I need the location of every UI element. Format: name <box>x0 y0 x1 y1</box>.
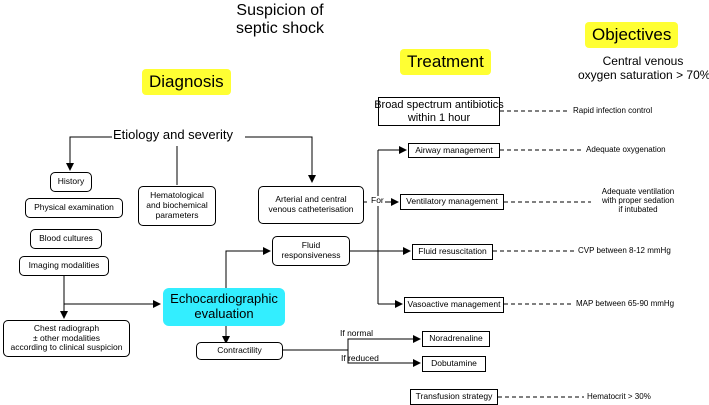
objective-oxygenation: Adequate oxygenation <box>586 145 666 154</box>
if-reduced-label: If reduced <box>341 353 379 363</box>
imaging-box: Imaging modalities <box>19 256 109 276</box>
transfusion-strategy-box: Transfusion strategy <box>410 389 498 405</box>
ventilatory-management-box: Ventilatory management <box>400 194 504 210</box>
arrow-to-history <box>66 136 112 171</box>
physical-exam-box: Physical examination <box>25 198 123 218</box>
if-normal-label: If normal <box>340 328 374 338</box>
page-title: Suspicion of septic shock <box>220 2 340 39</box>
title-line-2: septic shock <box>235 20 325 38</box>
objective-infection: Rapid infection control <box>573 106 653 115</box>
airway-management-box: Airway management <box>408 143 500 158</box>
blood-cultures-box: Blood cultures <box>30 229 102 249</box>
dobutamine-box: Dobutamine <box>422 356 486 372</box>
etiology-label: Etiology and severity <box>113 127 233 142</box>
for-label: For <box>370 195 385 206</box>
diagnosis-heading: Diagnosis <box>142 69 231 95</box>
objective-hematocrit: Hematocrit > 30% <box>587 392 651 401</box>
fluid-responsiveness-box: Fluid responsiveness <box>272 236 350 266</box>
arrow-to-echo <box>63 275 161 308</box>
echo-evaluation-box: Echocardiographic evaluation <box>163 288 285 326</box>
contractility-box: Contractility <box>196 342 283 360</box>
objective-cvp: CVP between 8-12 mmHg <box>578 246 671 255</box>
treatment-heading: Treatment <box>400 49 491 75</box>
arrow-to-noradrenaline <box>347 335 421 343</box>
arrow-to-arterial <box>245 136 316 183</box>
arrow-to-dobutamine <box>347 357 421 367</box>
arterial-catheter-box: Arterial and central venous catheterisat… <box>258 186 364 224</box>
antibiotics-box: Broad spectrum antibiotics within 1 hour <box>374 97 504 126</box>
hemato-box: Hematological and biochemical parameters <box>138 186 216 226</box>
objective-main-line-2: oxygen saturation > 70% <box>578 67 709 82</box>
chest-radiograph-box: Chest radiograph ± other modalities acco… <box>3 320 130 357</box>
fluid-resuscitation-box: Fluid resuscitation <box>412 244 493 260</box>
history-box: History <box>50 172 92 192</box>
objective-main-line-1: Central venous <box>602 54 684 68</box>
objective-main: Central venous oxygen saturation > 70% <box>578 54 709 83</box>
arrow-to-fluid <box>225 247 271 288</box>
vasoactive-management-box: Vasoactive management <box>404 297 504 313</box>
objective-ventilation: Adequate ventilation with proper sedatio… <box>601 187 675 215</box>
title-line-1: Suspicion of <box>236 2 324 19</box>
objective-map: MAP between 65-90 mmHg <box>576 299 675 308</box>
noradrenaline-box: Noradrenaline <box>422 331 490 347</box>
objectives-heading: Objectives <box>585 22 679 48</box>
